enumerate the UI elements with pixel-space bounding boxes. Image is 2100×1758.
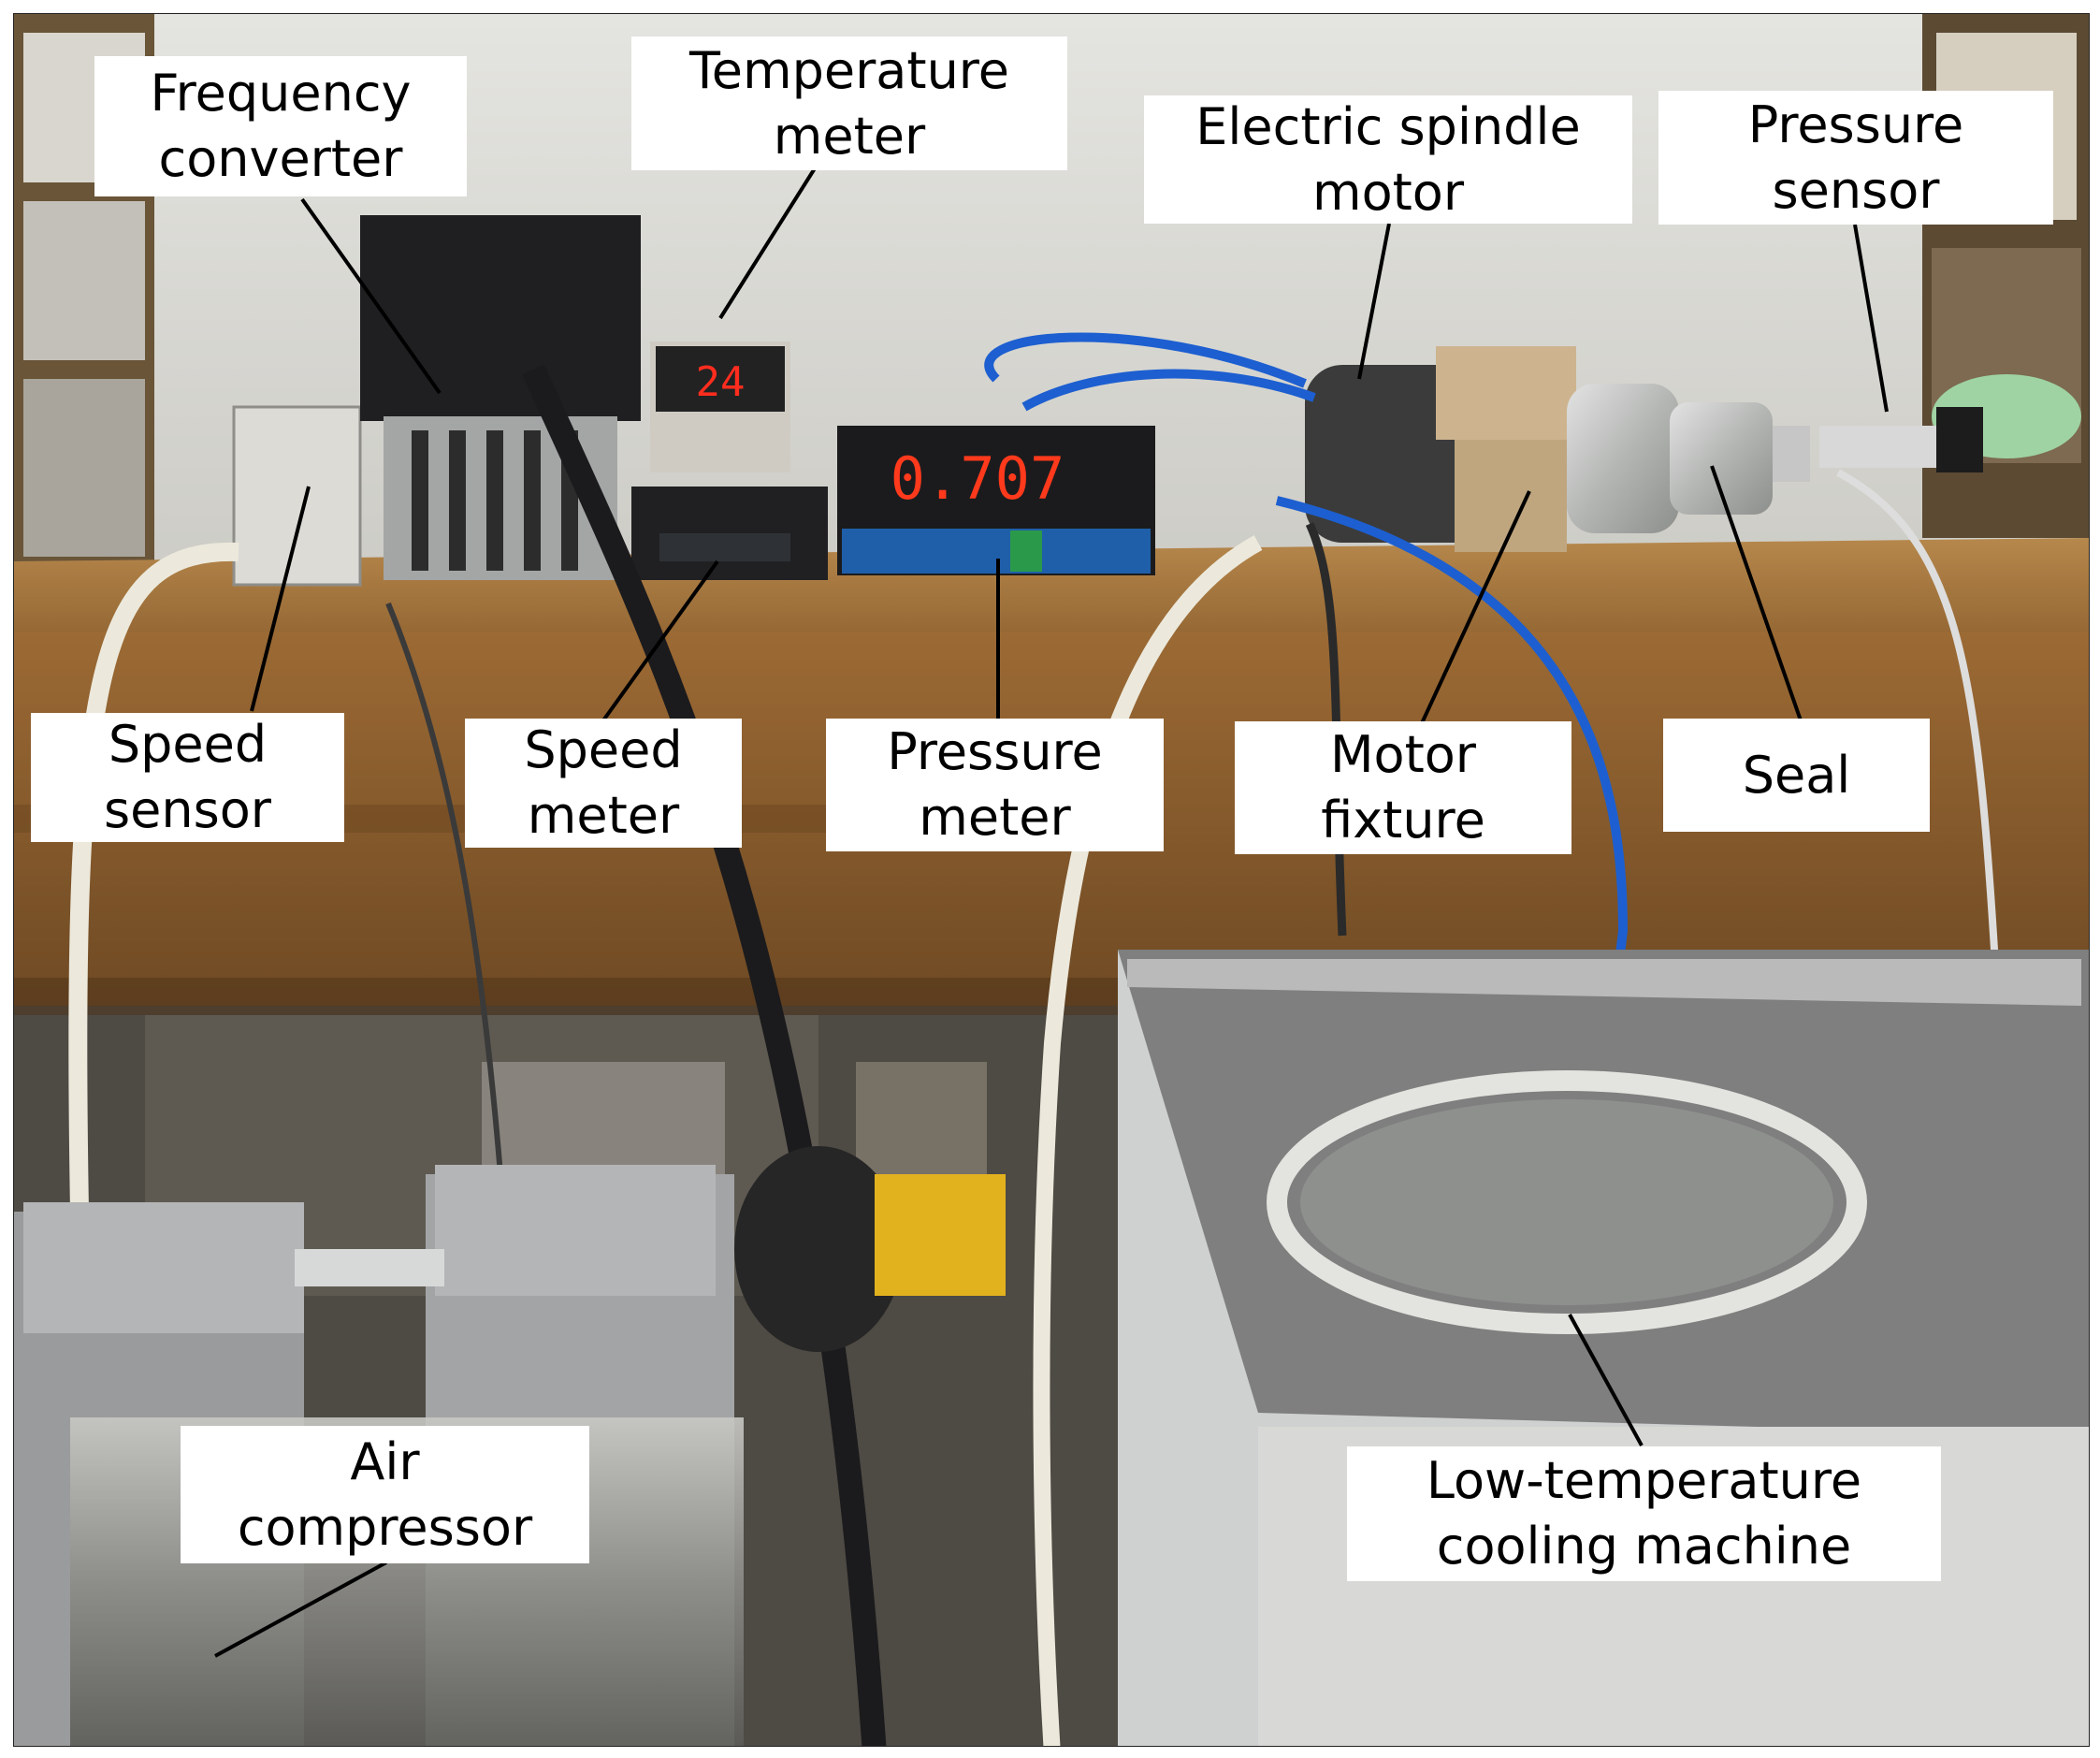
label-electric-spindle-motor-line1: Electric spindle	[1195, 96, 1581, 156]
leader-motor-fixture	[1420, 490, 1531, 724]
label-pressure-meter-line1: Pressure	[887, 722, 1103, 781]
label-pressure-meter-line2: meter	[919, 788, 1071, 847]
leader-seal	[1710, 465, 1803, 721]
label-electric-spindle-motor-line2: motor	[1311, 162, 1465, 222]
label-frequency-converter: Frequency converter	[94, 56, 467, 196]
label-speed-sensor-line1: Speed	[108, 715, 268, 774]
label-air-compressor: Air compressor	[181, 1426, 589, 1563]
leader-temperature-meter	[718, 167, 817, 320]
label-cooling-machine-line1: Low-temperature	[1426, 1451, 1862, 1510]
leader-pressure-sensor	[1853, 224, 1889, 413]
label-temperature-meter-line2: meter	[773, 106, 926, 166]
label-air-compressor-line2: compressor	[237, 1497, 533, 1557]
label-temperature-meter: Temperature meter	[631, 36, 1067, 170]
leader-speed-meter	[601, 559, 719, 722]
leader-speed-sensor	[250, 486, 311, 712]
label-speed-sensor-line2: sensor	[104, 780, 271, 839]
label-speed-sensor: Speed sensor	[31, 713, 344, 842]
label-motor-fixture-line2: fixture	[1321, 791, 1485, 850]
label-temperature-meter-line1: Temperature	[688, 40, 1010, 100]
leader-lines	[214, 167, 1889, 1658]
lab-photo: 24 0.707	[13, 13, 2090, 1747]
label-frequency-converter-line1: Frequency	[150, 64, 412, 123]
label-pressure-sensor-line2: sensor	[1772, 160, 1940, 220]
leader-electric-spindle-motor	[1357, 223, 1391, 380]
label-pressure-meter: Pressure meter	[826, 719, 1164, 851]
label-speed-meter: Speed meter	[465, 719, 742, 848]
temperature-reading: 24	[696, 358, 746, 406]
label-seal-line1: Seal	[1742, 745, 1851, 805]
label-frequency-converter-line2: converter	[158, 129, 403, 188]
label-electric-spindle-motor: Electric spindle motor	[1144, 95, 1632, 224]
pressure-reading: 0.707	[891, 444, 1065, 513]
label-speed-meter-line2: meter	[527, 786, 680, 845]
label-speed-meter-line1: Speed	[524, 720, 683, 779]
label-motor-fixture: Motor fixture	[1235, 721, 1571, 854]
leader-air-compressor	[214, 1561, 387, 1658]
label-cooling-machine: Low-temperature cooling machine	[1347, 1446, 1941, 1581]
label-seal: Seal	[1663, 719, 1930, 832]
label-air-compressor-line1: Air	[350, 1431, 420, 1491]
leader-cooling-machine	[1568, 1314, 1644, 1446]
label-pressure-sensor-line1: Pressure	[1747, 94, 1964, 154]
leader-frequency-converter	[300, 197, 442, 395]
photo-scene: 24 0.707	[14, 14, 2089, 1746]
label-motor-fixture-line1: Motor	[1329, 725, 1477, 784]
label-pressure-sensor: Pressure sensor	[1658, 91, 2053, 225]
label-cooling-machine-line2: cooling machine	[1436, 1517, 1852, 1576]
